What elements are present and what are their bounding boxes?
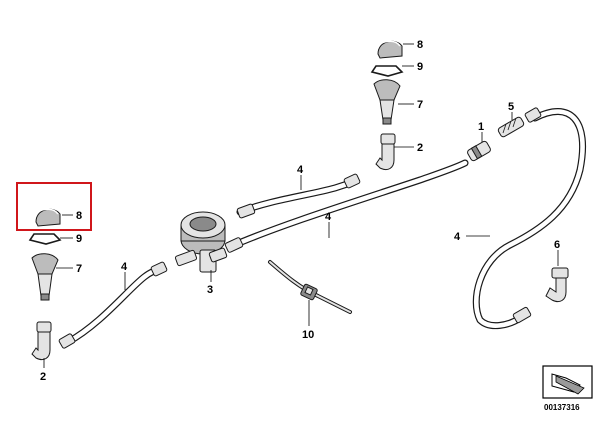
highlight-box-part-8 [16,182,92,231]
part-5-check-valve [497,116,525,138]
leader-lines [43,43,559,368]
part-9-gasket-left [28,233,62,245]
tube-fitting-left-a [58,333,76,349]
tube-left [64,266,164,346]
diagram-logo-arrow [542,365,593,399]
callout-9-top: 9 [417,61,423,73]
part-9-gasket-top [370,65,404,77]
callout-4-upper-middle: 4 [297,164,304,176]
callout-2-left: 2 [40,371,46,383]
callout-7-top: 7 [417,99,423,111]
callout-4-lower-middle: 4 [325,211,332,223]
part-8-cap-top [377,40,403,59]
part-8-cap-left [35,208,61,227]
tube-fitting-lower-a [224,237,244,253]
document-number: 00137316 [544,403,580,412]
callout-5: 5 [508,101,514,113]
part-7-nozzle-left [31,253,59,301]
part-2-elbow-left [31,321,52,361]
tube-fitting-upper-a [236,203,256,219]
part-3-reservoir [174,211,228,273]
part-1-connector [467,140,491,162]
tube-fitting-right-end [512,306,532,324]
part-10-cable-tie [268,260,352,314]
callout-4-right: 4 [454,231,461,243]
callout-6: 6 [554,239,560,251]
part-7-nozzle-top [373,79,401,125]
tube-fitting-upper-b [343,173,361,189]
tube-lower-middle [228,159,469,250]
part-2-elbow-top [375,133,396,171]
part-6-elbow [545,267,569,303]
callout-1: 1 [478,121,484,133]
tube-right-loop [472,108,587,330]
tube-fitting-right-top [524,107,542,123]
callout-2-top: 2 [417,142,423,154]
tube-fitting-left-b [150,261,168,277]
callout-8-left: 8 [76,210,82,222]
callout-9-left: 9 [76,233,82,245]
callout-3: 3 [207,284,213,296]
callout-7-left: 7 [76,263,82,275]
callout-10: 10 [302,329,314,341]
callout-4-left: 4 [121,261,128,273]
callout-8-top: 8 [417,39,423,51]
